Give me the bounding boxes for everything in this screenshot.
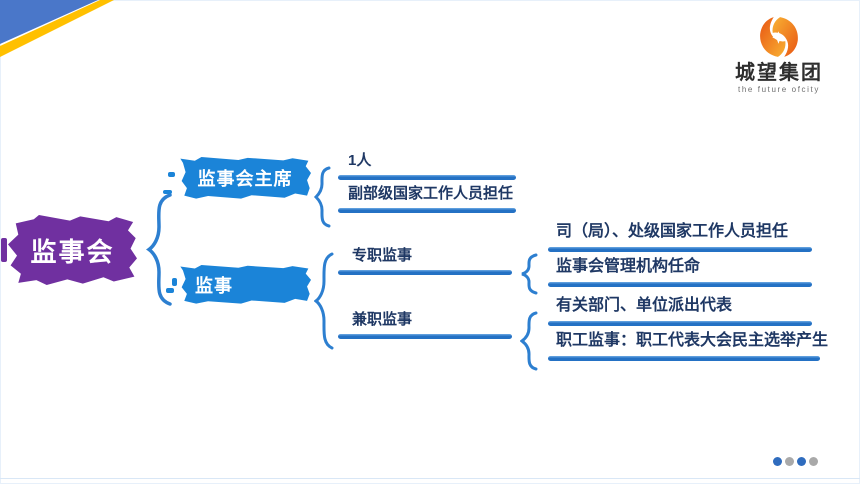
node-chairman: 监事会主席 [180, 157, 311, 199]
logo-swirl-icon [760, 17, 798, 57]
brace-supervisor [314, 252, 334, 350]
pagination-dot[interactable] [773, 457, 782, 466]
corner-yellow-stripe [0, 0, 114, 57]
brush-underline [548, 282, 812, 287]
leaf-text: 司（局）、处级国家工作人员担任 [556, 223, 789, 240]
brush-mark [168, 172, 175, 177]
leaf-item: 监事会管理机构任命 [548, 256, 812, 287]
corner-decoration [0, 0, 114, 57]
pagination [773, 457, 818, 466]
logo-company-name: 城望集团 [735, 62, 823, 84]
brace-root [146, 193, 172, 306]
brush-mark [1, 238, 7, 262]
node-fulltime-label: 专职监事 [352, 247, 413, 264]
brush-mark [172, 278, 177, 286]
brush-underline [338, 270, 512, 275]
leaf-text: 职工监事：职工代表大会民主选举产生 [556, 332, 829, 349]
leaf-item: 有关部门、单位派出代表 [548, 295, 812, 326]
node-fulltime: 专职监事 [338, 245, 512, 275]
brush-underline [548, 321, 812, 326]
brace-fulltime [521, 253, 538, 295]
brush-underline [548, 247, 812, 252]
brush-underline [338, 175, 516, 180]
node-supervisor: 监事 [180, 265, 311, 304]
brace-chairman [314, 166, 331, 228]
brush-underline [548, 356, 820, 361]
leaf-text: 有关部门、单位派出代表 [556, 297, 733, 314]
brush-mark [163, 190, 172, 194]
node-parttime-label: 兼职监事 [352, 311, 413, 328]
slide-bottom-border [0, 478, 860, 479]
node-root: 监事会 [8, 215, 137, 285]
node-root-label: 监事会 [30, 236, 115, 267]
logo-tagline: the future ofcity [738, 85, 820, 94]
brush-underline [338, 334, 512, 339]
node-supervisor-label: 监事 [195, 275, 233, 296]
leaf-item: 1人 [338, 150, 516, 180]
brush-mark [166, 288, 174, 293]
node-parttime: 兼职监事 [338, 309, 512, 339]
leaf-text: 1人 [348, 152, 372, 169]
leaf-item: 职工监事：职工代表大会民主选举产生 [548, 330, 829, 361]
leaf-item: 副部级国家工作人员担任 [338, 183, 516, 213]
brush-underline [338, 208, 516, 213]
corner-blue-triangle [0, 0, 98, 44]
pagination-dot[interactable] [785, 457, 794, 466]
node-chairman-label: 监事会主席 [197, 169, 293, 189]
company-logo: 城望集团 the future ofcity [718, 14, 840, 94]
brace-parttime [520, 311, 538, 371]
leaf-item: 司（局）、处级国家工作人员担任 [548, 221, 812, 252]
pagination-dot[interactable] [809, 457, 818, 466]
pagination-dot[interactable] [797, 457, 806, 466]
leaf-text: 副部级国家工作人员担任 [348, 185, 514, 202]
leaf-text: 监事会管理机构任命 [556, 258, 701, 275]
